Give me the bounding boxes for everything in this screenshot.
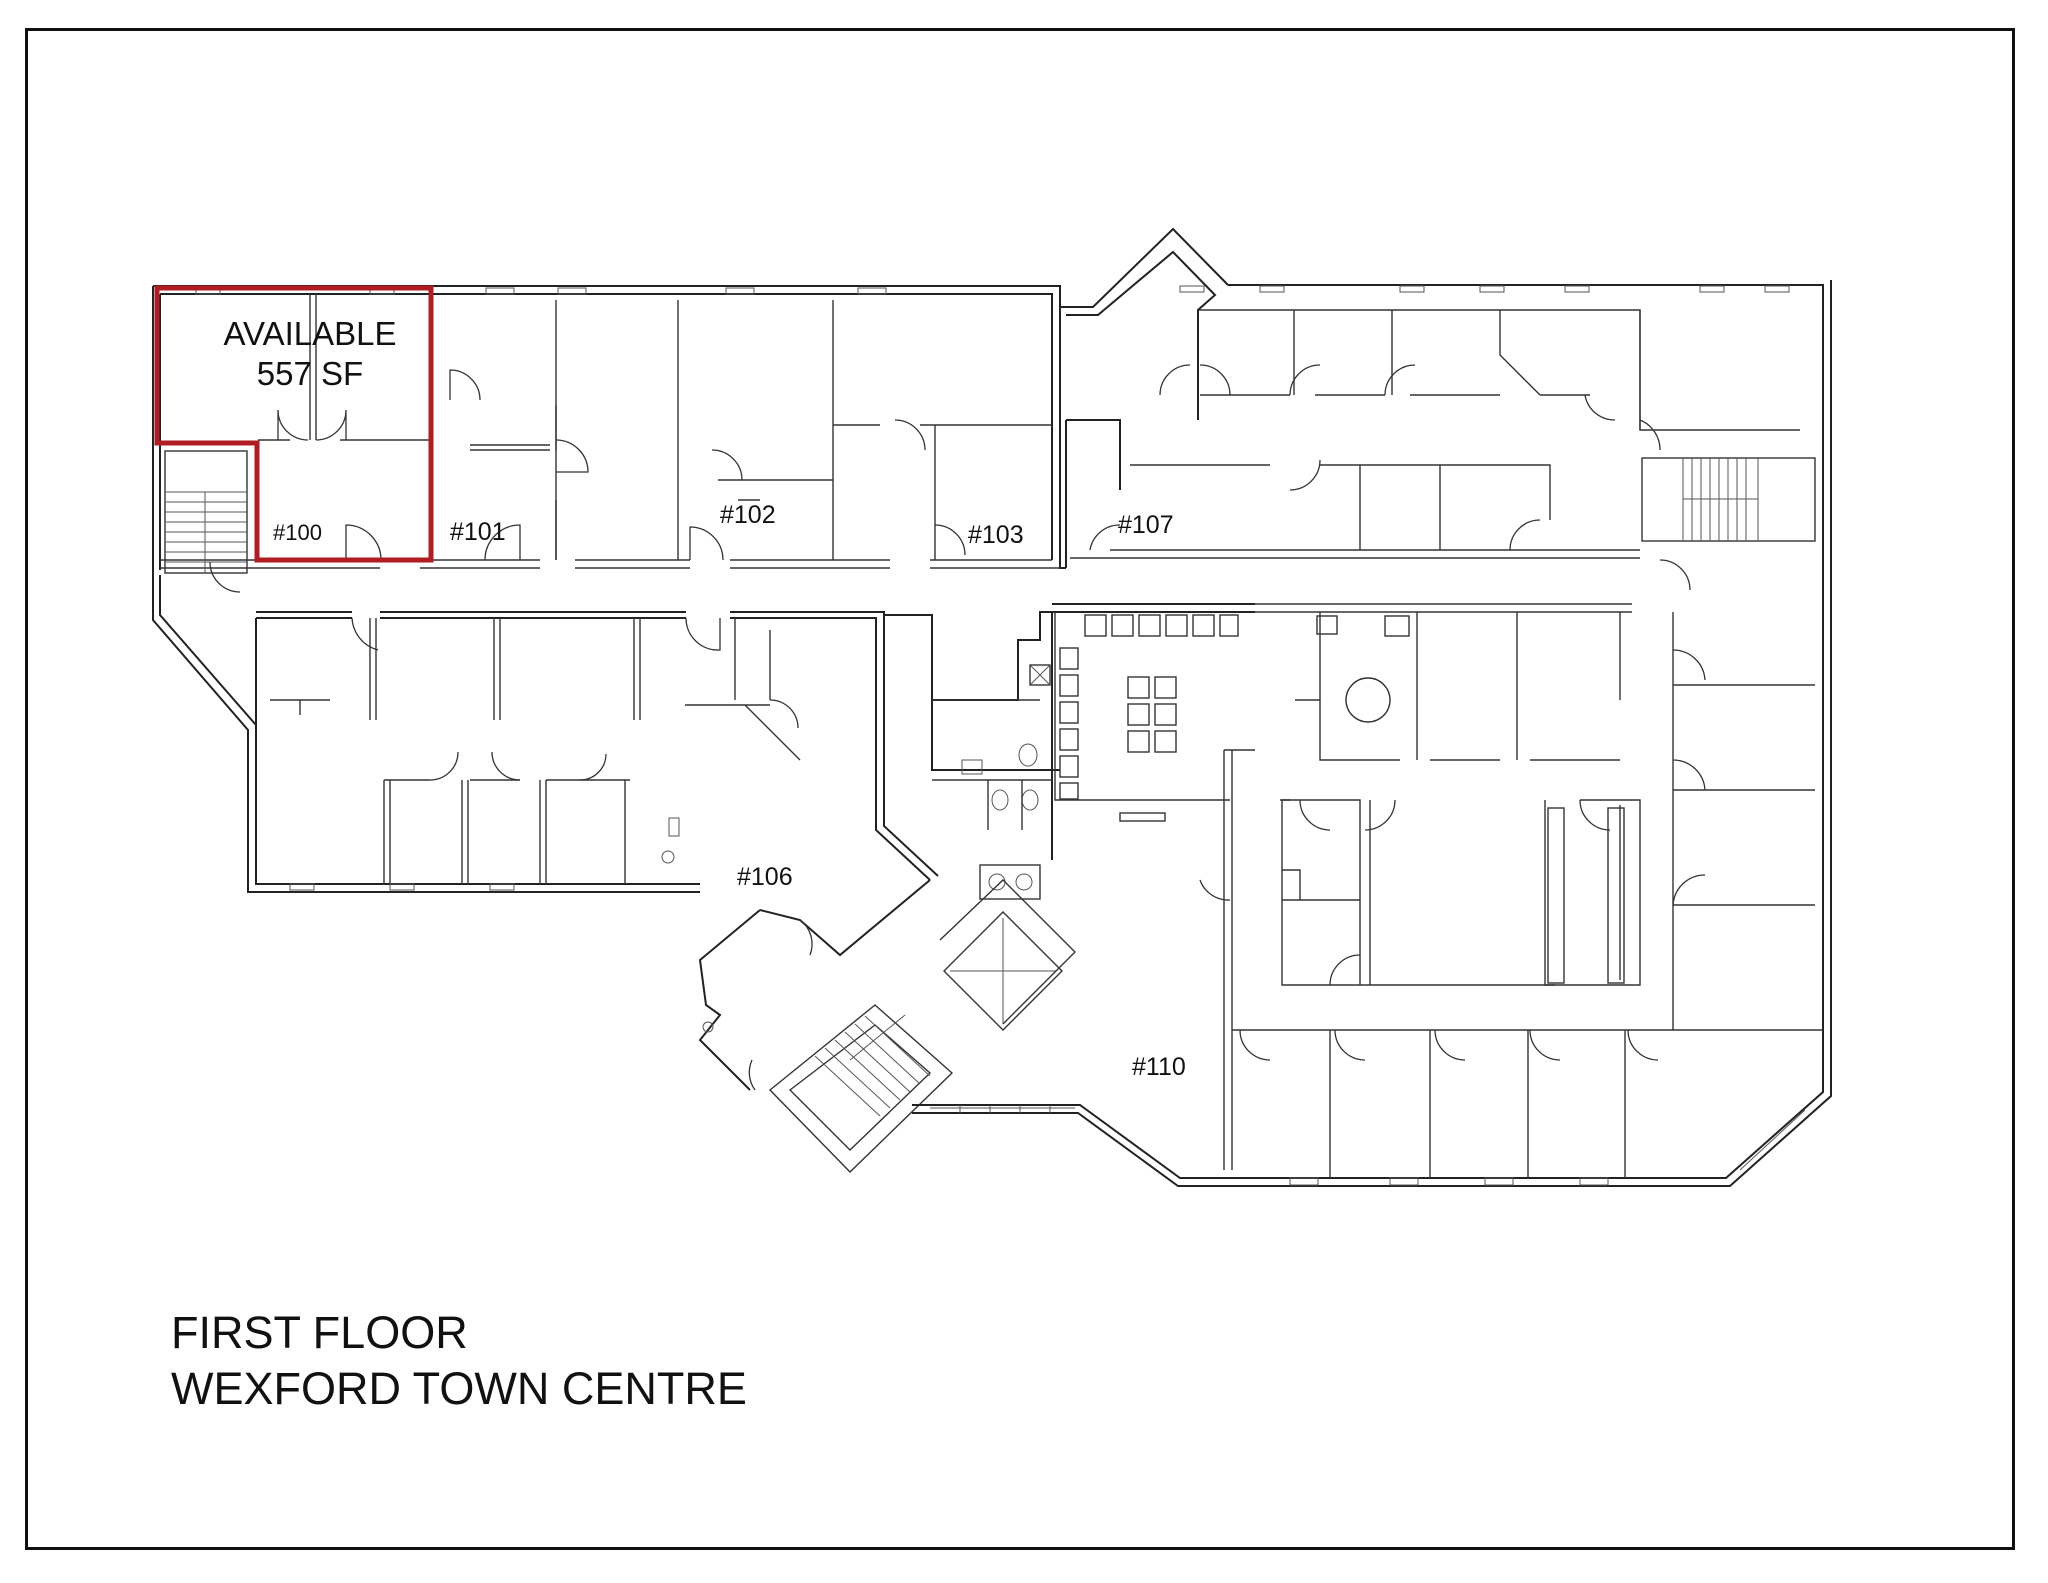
page-border bbox=[25, 28, 2015, 1550]
available-suite-outline bbox=[154, 285, 434, 563]
room-label-110: #110 bbox=[1132, 1053, 1186, 1081]
central-core bbox=[883, 611, 1060, 900]
east-wing-south bbox=[1223, 603, 1823, 1178]
south-west-block bbox=[255, 611, 939, 891]
building-title: WEXFORD TOWN CENTRE bbox=[171, 1363, 747, 1414]
east-stair bbox=[1641, 457, 1816, 542]
room-label-103: #103 bbox=[968, 521, 1024, 549]
room-label-106: #106 bbox=[737, 863, 793, 891]
room-label-107: #107 bbox=[1118, 511, 1174, 539]
entry-vestibule bbox=[698, 879, 931, 1091]
availability-status: AVAILABLE bbox=[223, 315, 397, 352]
south-facade bbox=[912, 280, 1832, 1187]
south-west-doors bbox=[209, 561, 799, 781]
room-label-101: #101 bbox=[450, 518, 506, 546]
west-stair bbox=[164, 450, 248, 574]
available-suite-label: AVAILABLE 557 SF bbox=[190, 314, 430, 393]
room-label-100: #100 bbox=[273, 520, 322, 545]
east-wing-south-doors bbox=[1199, 649, 1706, 1061]
north-row-partitions bbox=[160, 294, 1060, 569]
available-area: 557 SF bbox=[256, 354, 364, 392]
south-stair bbox=[768, 1004, 954, 1173]
elevator-shaft bbox=[939, 879, 1076, 1031]
room-label-102: #102 bbox=[720, 501, 776, 529]
lobby-seating bbox=[1052, 603, 1290, 822]
east-wing-north-doors bbox=[1089, 364, 1691, 591]
north-row-doors bbox=[277, 369, 966, 561]
floor-title: FIRST FLOOR bbox=[171, 1307, 468, 1358]
east-wing-north bbox=[1060, 227, 1800, 568]
